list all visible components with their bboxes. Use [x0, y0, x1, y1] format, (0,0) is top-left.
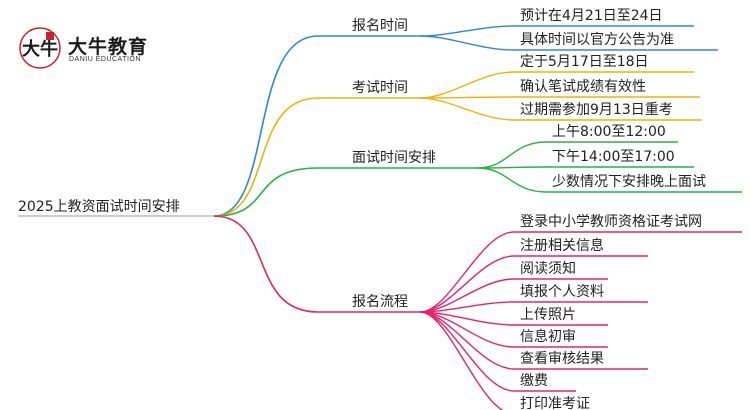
- leaf-connector: [419, 311, 504, 410]
- leaf-label: 打印准考证: [520, 395, 590, 410]
- leaf-label: 下午14:00至17:00: [552, 149, 675, 165]
- leaf-label: 登录中小学教师资格证考试网: [520, 214, 702, 230]
- leaf-label: 预计在4月21日至24日: [520, 8, 663, 24]
- logo-chinese-name: 大牛教育: [68, 36, 149, 58]
- leaf-connector: [419, 71, 515, 99]
- leaf-label: 阅读须知: [520, 260, 576, 277]
- branch-label: 面试时间安排: [352, 150, 436, 166]
- leaf-label: 过期需参加9月13日重考: [520, 101, 673, 118]
- leaf-label: 少数情况下安排晚上面试: [552, 174, 706, 190]
- leaf-label: 查看审核结果: [520, 351, 604, 367]
- leaf-label: 具体时间以官方公告为准: [520, 32, 674, 48]
- leaf-connector: [419, 255, 515, 313]
- leaf-label: 确认笔试成绩有效性: [520, 79, 646, 95]
- branch-connector: [213, 215, 319, 313]
- branch-label: 报名流程: [352, 294, 408, 310]
- logo-english-name: DANIU EDUCATION: [69, 56, 141, 63]
- leaf-label: 上午8:00至12:00: [552, 124, 666, 140]
- branch-connector: [213, 97, 319, 217]
- leaf-connector: [419, 35, 515, 51]
- brand-logo: 大牛 大牛教育 DANIU EDUCATION: [18, 26, 168, 74]
- branch-label: 考试时间: [352, 80, 408, 96]
- leaf-connector: [419, 231, 515, 313]
- leaf-connector: [419, 96, 515, 99]
- branch-connector: [213, 35, 319, 217]
- daniu-logo-icon: 大牛: [19, 27, 61, 69]
- leaf-connector: [477, 141, 547, 169]
- leaf-label: 缴费: [520, 373, 548, 389]
- branch-label: 报名时间: [352, 18, 408, 34]
- leaf-label: 填报个人资料: [520, 284, 604, 300]
- leaf-connector: [419, 301, 515, 313]
- branch-connector: [213, 167, 319, 217]
- leaf-connector: [477, 167, 547, 193]
- leaf-label: 上传照片: [520, 307, 576, 323]
- leaf-label: 定于5月17日至18日: [520, 54, 649, 70]
- leaf-connector: [419, 25, 515, 37]
- leaf-label: 信息初审: [520, 328, 576, 345]
- leaf-label: 注册相关信息: [520, 237, 604, 254]
- root-topic: 2025上教资面试时间安排: [18, 199, 180, 215]
- leaf-connector: [419, 97, 515, 121]
- leaf-connector: [419, 278, 515, 313]
- svg-text:大牛: 大牛: [22, 38, 58, 60]
- leaf-connector: [419, 311, 515, 370]
